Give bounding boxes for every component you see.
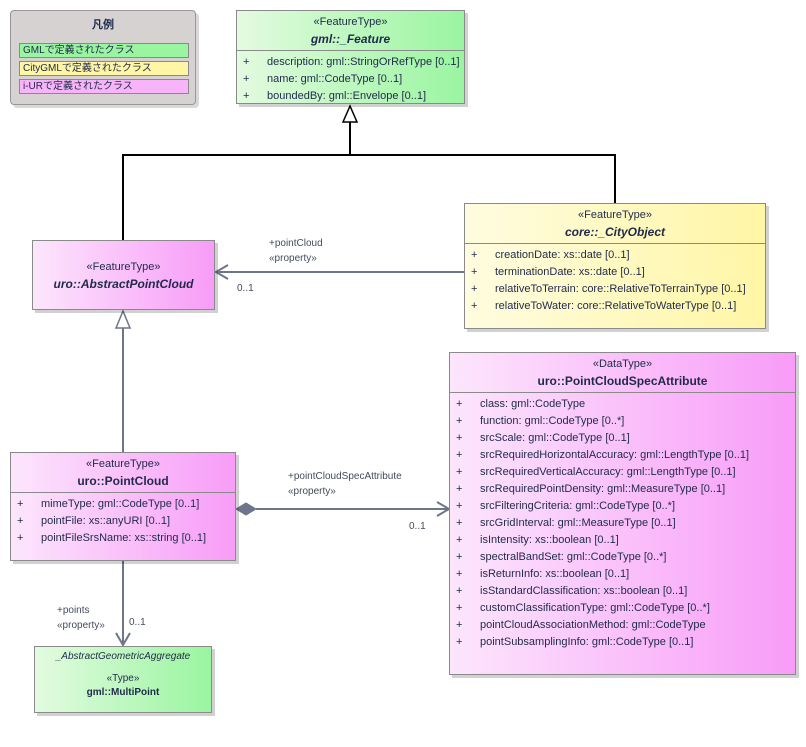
attribute-row: +isReturnInfo: xs::boolean [0..1] (456, 568, 630, 580)
attribute-row: +srcScale: gml::CodeType [0..1] (456, 432, 630, 444)
class-name: uro::AbstractPointCloud (53, 276, 194, 291)
class-name: gml::MultiPoint (86, 687, 160, 698)
role-label-points: +points (57, 605, 90, 616)
attribute-row: +description: gml::StringOrRefType [0..1… (243, 56, 460, 68)
class-point-cloud[interactable]: «FeatureType» uro::PointCloud +mimeType:… (10, 452, 236, 561)
class-gml-multipoint[interactable]: _AbstractGeometricAggregate «Type» gml::… (34, 646, 212, 713)
legend-item-iur: i-URで定義されたクラス (19, 79, 189, 94)
composition-spec-attribute (235, 501, 451, 517)
class-name: core::_CityObject (564, 225, 666, 239)
attribute-row: +srcFilteringCriteria: gml::CodeType [0.… (456, 500, 676, 512)
attribute-row: +srcRequiredHorizontalAccuracy: gml::Len… (456, 449, 750, 461)
attribute-row: +pointFileSrsName: xs::string [0..1] (17, 532, 207, 544)
stereotype-label: «DataType» (592, 358, 653, 370)
legend: 凡例 GMLで定義されたクラス CityGMLで定義されたクラス i-URで定義… (10, 10, 196, 105)
class-point-cloud-spec-attribute[interactable]: «DataType» uro::PointCloudSpecAttribute … (449, 352, 796, 675)
attribute-row: +pointSubsamplingInfo: gml::CodeType [0.… (456, 636, 694, 648)
attribute-row: +srcGridInterval: gml::MeasureType [0..1… (456, 517, 676, 529)
attribute-row: +customClassificationType: gml::CodeType… (456, 602, 710, 614)
attribute-row: +mimeType: gml::CodeType [0..1] (17, 498, 200, 510)
stereotype-label: «FeatureType» (86, 260, 161, 273)
stereotype-label: «FeatureType» (313, 16, 388, 28)
attribute-row: +terminationDate: xs::date [0..1] (471, 266, 645, 278)
stereotype-label: «FeatureType» (86, 458, 160, 470)
attribute-row: +isIntensity: xs::boolean [0..1] (456, 534, 619, 546)
class-name: gml::_Feature (310, 32, 391, 46)
stereotype-label-spec-attribute: «property» (288, 486, 336, 497)
attribute-row: +name: gml::CodeType [0..1] (243, 73, 403, 85)
legend-title: 凡例 (92, 19, 114, 31)
attribute-row: +creationDate: xs::date [0..1] (471, 249, 630, 261)
class-gml-feature[interactable]: «FeatureType» gml::_Feature +description… (236, 10, 465, 104)
attribute-row: +class: gml::CodeType (456, 398, 586, 410)
generalization-to-feature (122, 104, 616, 240)
multiplicity-spec-attribute: 0..1 (409, 521, 426, 532)
class-name: uro::PointCloudSpecAttribute (537, 374, 708, 388)
legend-item-gml: GMLで定義されたクラス (19, 43, 189, 58)
generalization-to-abstract-point-cloud (114, 309, 132, 452)
multiplicity-points: 0..1 (129, 617, 146, 628)
attribute-list: +description: gml::StringOrRefType [0..1… (237, 50, 464, 108)
attribute-row: +spectralBandSet: gml::CodeType [0..*] (456, 551, 667, 563)
attribute-row: +function: gml::CodeType [0..*] (456, 415, 625, 427)
stereotype-label: «FeatureType» (578, 209, 652, 221)
stereotype-label: «Type» (106, 673, 140, 684)
class-city-object[interactable]: «FeatureType» core::_CityObject +creatio… (464, 203, 766, 329)
association-pointcloud (214, 264, 464, 280)
stereotype-label-pointcloud: «property» (269, 253, 317, 264)
multiplicity-pointcloud: 0..1 (237, 283, 254, 294)
attribute-row: +relativeToWater: core::RelativeToWaterT… (471, 300, 737, 312)
attribute-list: +creationDate: xs::date [0..1] +terminat… (465, 243, 765, 318)
attribute-row: +pointCloudAssociationMethod: gml::CodeT… (456, 619, 706, 631)
attribute-row: +isStandardClassification: xs::boolean [… (456, 585, 688, 597)
class-abstract-point-cloud[interactable]: «FeatureType» uro::AbstractPointCloud (32, 240, 215, 310)
attribute-list: +mimeType: gml::CodeType [0..1] +pointFi… (11, 492, 235, 550)
attribute-row: +boundedBy: gml::Envelope [0..1] (243, 90, 426, 102)
parent-class-label: _AbstractGeometricAggregate (55, 651, 191, 662)
role-label-pointcloud: +pointCloud (269, 238, 323, 249)
stereotype-label-points: «property» (57, 620, 105, 631)
attribute-list: +class: gml::CodeType +function: gml::Co… (450, 392, 795, 654)
attribute-row: +pointFile: xs::anyURI [0..1] (17, 515, 170, 527)
association-points (115, 561, 131, 647)
role-label-spec-attribute: +pointCloudSpecAttribute (288, 471, 402, 482)
attribute-row: +relativeToTerrain: core::RelativeToTerr… (471, 283, 746, 295)
legend-item-citygml: CityGMLで定義されたクラス (19, 61, 189, 76)
attribute-row: +srcRequiredPointDensity: gml::MeasureTy… (456, 483, 726, 495)
attribute-row: +srcRequiredVerticalAccuracy: gml::Lengt… (456, 466, 736, 478)
class-name: uro::PointCloud (77, 474, 169, 488)
